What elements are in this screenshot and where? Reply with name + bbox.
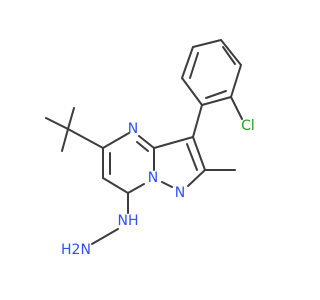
atom-label-hydrazine-nh2: H2N bbox=[61, 242, 91, 258]
bond-ph-inner-1 bbox=[189, 52, 199, 79]
atom-label-n-pyrazole: N bbox=[175, 185, 185, 201]
bond-tbutyl-c5 bbox=[67, 128, 104, 149]
atom-labels: N N N Cl NH H2N bbox=[61, 118, 255, 258]
molecule-structure: N N N Cl NH H2N bbox=[45, 39, 255, 258]
bond-ph-c3-c4 bbox=[192, 39, 222, 48]
bond-ph-inner-3 bbox=[205, 90, 227, 99]
bond-c3-c2-inner bbox=[186, 143, 198, 171]
bond-ph-c5-c6 bbox=[230, 64, 242, 98]
bond-c3a-c3 bbox=[153, 136, 194, 149]
bond-c2-n1 bbox=[187, 169, 206, 187]
bond-methyl-1 bbox=[45, 117, 69, 130]
bond-ph-c6-c1 bbox=[201, 96, 232, 106]
bond-methyl-2 bbox=[67, 107, 75, 130]
bond-methyl-3 bbox=[61, 128, 69, 152]
bond-c3a-n4-inner bbox=[136, 141, 149, 152]
bond-lines bbox=[45, 39, 243, 245]
bond-c3-c2 bbox=[192, 136, 206, 171]
atom-label-hydrazine-nh: NH bbox=[118, 213, 139, 229]
atom-label-n-pyrimidine: N bbox=[128, 121, 138, 137]
bond-ph-c1-c2 bbox=[181, 77, 203, 106]
bond-c7-n7a bbox=[127, 183, 145, 194]
bond-ph-c2-c3 bbox=[181, 46, 194, 79]
bond-ph-cl bbox=[230, 96, 243, 120]
bond-ph-inner-2 bbox=[222, 46, 236, 65]
bond-c5-n4 bbox=[102, 132, 130, 149]
bond-c3-phenyl bbox=[192, 104, 203, 138]
bond-nh-nh2 bbox=[91, 228, 119, 245]
bond-c6-c7 bbox=[102, 177, 129, 194]
bond-c3a-n4 bbox=[138, 135, 155, 149]
atom-label-n-bridge: N bbox=[148, 170, 158, 186]
bond-ph-c4-c5 bbox=[220, 39, 242, 66]
atom-label-chlorine: Cl bbox=[241, 118, 255, 134]
bond-n1-n7a bbox=[161, 181, 173, 188]
